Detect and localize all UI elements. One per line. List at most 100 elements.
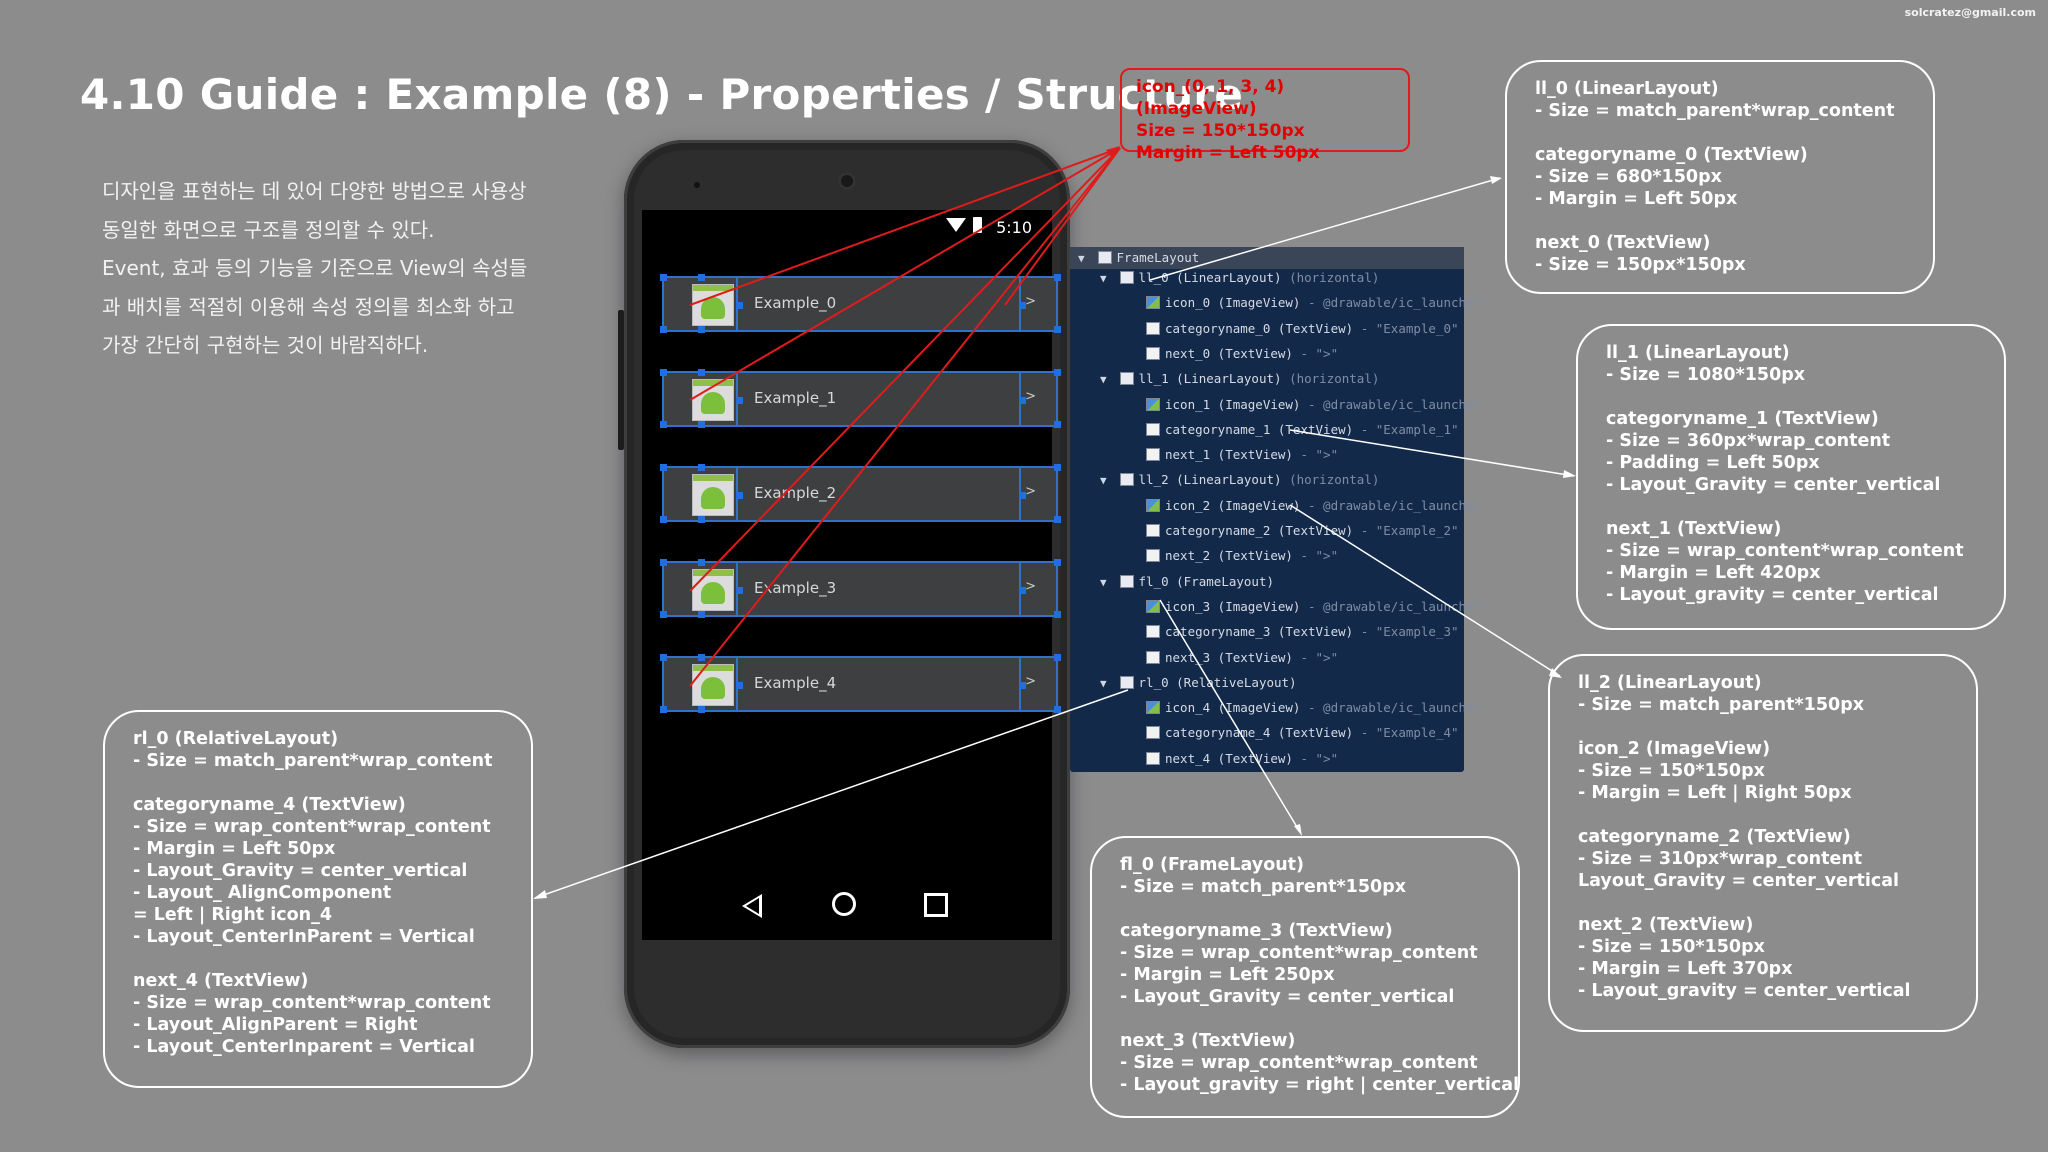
view-name: categoryname_1 (TextView) (1606, 409, 1879, 429)
next-arrow[interactable]: > (1025, 484, 1036, 499)
arrow-head (1106, 146, 1120, 158)
tree-item-label: categoryname_0 (TextView) (1165, 320, 1354, 336)
tree-item-label: icon_2 (ImageView) (1165, 497, 1301, 513)
property-section: next_4 (TextView)- Size = wrap_content*w… (133, 970, 503, 1058)
tree-item[interactable]: next_0 (TextView) - ">" (1146, 345, 1338, 363)
recents-icon[interactable] (924, 893, 948, 917)
tree-item[interactable]: ▼ FrameLayout (1078, 249, 1199, 267)
property-line: - Size = 360px*wrap_content (1606, 431, 1891, 451)
tree-item-detail: - ">" (1300, 649, 1339, 665)
property-section: ll_2 (LinearLayout)- Size = match_parent… (1578, 672, 1948, 716)
phone-side-button (618, 310, 624, 450)
arrow-head (533, 890, 547, 899)
tree-item-detail: - @drawable/ic_launcher (1308, 598, 1482, 614)
selection-handle (1054, 326, 1061, 333)
tree-item[interactable]: next_4 (TextView) - ">" (1146, 750, 1338, 768)
android-robot-icon (701, 392, 725, 414)
property-line: - Layout_gravity = center_vertical (1606, 585, 1939, 605)
selection-handle (736, 587, 743, 594)
expand-toggle-icon[interactable]: ▼ (1078, 252, 1085, 265)
category-row[interactable]: Example_3 > (660, 559, 1061, 618)
status-bar: 5:10 (642, 210, 1052, 240)
tree-item-detail: - "Example_1" (1360, 421, 1459, 437)
tree-item[interactable]: categoryname_4 (TextView) - "Example_4" (1146, 724, 1459, 742)
tree-item[interactable]: icon_2 (ImageView) - @drawable/ic_launch… (1146, 497, 1481, 515)
category-row[interactable]: Example_1> (660, 369, 1061, 428)
imageview-icon (1146, 599, 1160, 613)
selection-handle (698, 516, 705, 523)
next-arrow[interactable]: > (1025, 389, 1036, 404)
tree-item[interactable]: icon_3 (ImageView) - @drawable/ic_launch… (1146, 598, 1481, 616)
property-line: - Size = 150px*150px (1535, 255, 1746, 275)
view-name: next_3 (TextView) (1120, 1031, 1296, 1051)
tree-item[interactable]: ▼ ll_0 (LinearLayout) (horizontal) (1100, 269, 1379, 287)
tree-item-detail: (horizontal) (1289, 270, 1380, 285)
next-arrow[interactable]: > (1025, 674, 1036, 689)
tree-item[interactable]: next_2 (TextView) - ">" (1146, 547, 1338, 565)
tree-item[interactable]: ▼ rl_0 (RelativeLayout) (1100, 674, 1297, 692)
layout-icon (1097, 251, 1112, 264)
tree-item[interactable]: next_1 (TextView) - ">" (1146, 446, 1338, 464)
expand-toggle-icon[interactable]: ▼ (1100, 373, 1107, 387)
tree-item[interactable]: categoryname_2 (TextView) - "Example_2" (1146, 522, 1459, 540)
layout-icon (1119, 675, 1134, 689)
tree-item-detail: - @drawable/ic_launcher (1308, 497, 1482, 513)
textview-icon (1146, 422, 1160, 436)
expand-toggle-icon[interactable]: ▼ (1100, 676, 1107, 690)
property-line: - Margin = Left 420px (1606, 563, 1821, 583)
category-name: Example_3 (754, 579, 837, 597)
selection-handle (660, 421, 667, 428)
tree-item-label: icon_4 (ImageView) (1165, 700, 1301, 716)
nav-bar (642, 870, 1052, 940)
property-section: rl_0 (RelativeLayout)- Size = match_pare… (133, 728, 503, 772)
selection-handle (698, 464, 705, 471)
view-name: ll_0 (LinearLayout) (1535, 79, 1719, 99)
property-section: ll_1 (LinearLayout)- Size = 1080*150px (1606, 342, 1976, 386)
tree-item[interactable]: categoryname_3 (TextView) - "Example_3" (1146, 623, 1459, 641)
category-row[interactable]: Example_4> (660, 654, 1061, 713)
tree-item-label: ll_0 (LinearLayout) (1138, 270, 1282, 285)
tree-item-label: icon_1 (ImageView) (1165, 396, 1301, 412)
tree-item[interactable]: icon_1 (ImageView) - @drawable/ic_launch… (1146, 396, 1481, 414)
property-section: fl_0 (FrameLayout)- Size = match_parent*… (1120, 854, 1490, 898)
phone-screen: 5:10 Example_0> Example_1> Example_2> Examp… (642, 210, 1061, 940)
rl0-properties-box: rl_0 (RelativeLayout)- Size = match_pare… (103, 710, 533, 1088)
tree-item[interactable]: icon_0 (ImageView) - @drawable/ic_launch… (1146, 294, 1481, 312)
category-row[interactable]: Example_2> (660, 464, 1061, 523)
tree-item[interactable]: ▼ ll_2 (LinearLayout) (horizontal) (1100, 471, 1379, 489)
phone-mockup: 5:10 Example_0> Example_1> Example_2> Examp… (618, 140, 1070, 1048)
property-line: - Layout_Gravity = center_vertical (133, 861, 468, 881)
tree-item-label: categoryname_1 (TextView) (1165, 421, 1354, 437)
icon-bar (693, 285, 733, 291)
view-hierarchy-panel: ▼ FrameLayout ▼ ll_0 (LinearLayout) (hor… (1070, 247, 1481, 772)
view-name: icon_2 (ImageView) (1578, 739, 1771, 759)
status-time: 5:10 (996, 218, 1032, 237)
fl0-properties-box: fl_0 (FrameLayout)- Size = match_parent*… (1090, 836, 1520, 1118)
arrow-head (1490, 176, 1502, 184)
selection-handle (1054, 464, 1061, 471)
next-arrow[interactable]: > (1025, 294, 1036, 309)
expand-toggle-icon[interactable]: ▼ (1100, 474, 1107, 488)
selection-handle (698, 706, 705, 713)
tree-item-label: ll_1 (LinearLayout) (1138, 371, 1282, 387)
home-icon[interactable] (832, 892, 856, 916)
tree-item[interactable]: ▼ fl_0 (FrameLayout) (1100, 573, 1274, 591)
tree-item[interactable]: categoryname_1 (TextView) - "Example_1" (1146, 421, 1459, 439)
next-arrow[interactable]: > (1025, 579, 1036, 594)
expand-toggle-icon[interactable]: ▼ (1100, 575, 1107, 589)
tree-item[interactable]: icon_4 (ImageView) - @drawable/ic_launch… (1146, 699, 1481, 717)
tree-item[interactable]: next_3 (TextView) - ">" (1146, 649, 1338, 667)
back-icon[interactable] (742, 894, 762, 918)
expand-toggle-icon[interactable]: ▼ (1100, 272, 1107, 285)
view-name: rl_0 (RelativeLayout) (133, 729, 339, 749)
property-line: - Margin = Left 250px (1120, 965, 1335, 985)
property-section: next_2 (TextView)- Size = 150*150px- Mar… (1578, 914, 1948, 1002)
category-row[interactable]: Example_0> (660, 274, 1061, 333)
layout-icon (1119, 574, 1134, 588)
intro-line: 가장 간단히 구현하는 것이 바람직하다. (102, 333, 429, 357)
tree-item[interactable]: categoryname_0 (TextView) - "Example_0" (1146, 320, 1459, 338)
layout-icon (1119, 372, 1134, 386)
tree-item[interactable]: ▼ ll_1 (LinearLayout) (horizontal) (1100, 370, 1379, 388)
android-launcher-icon (692, 474, 734, 516)
imageview-icon (1146, 296, 1160, 310)
